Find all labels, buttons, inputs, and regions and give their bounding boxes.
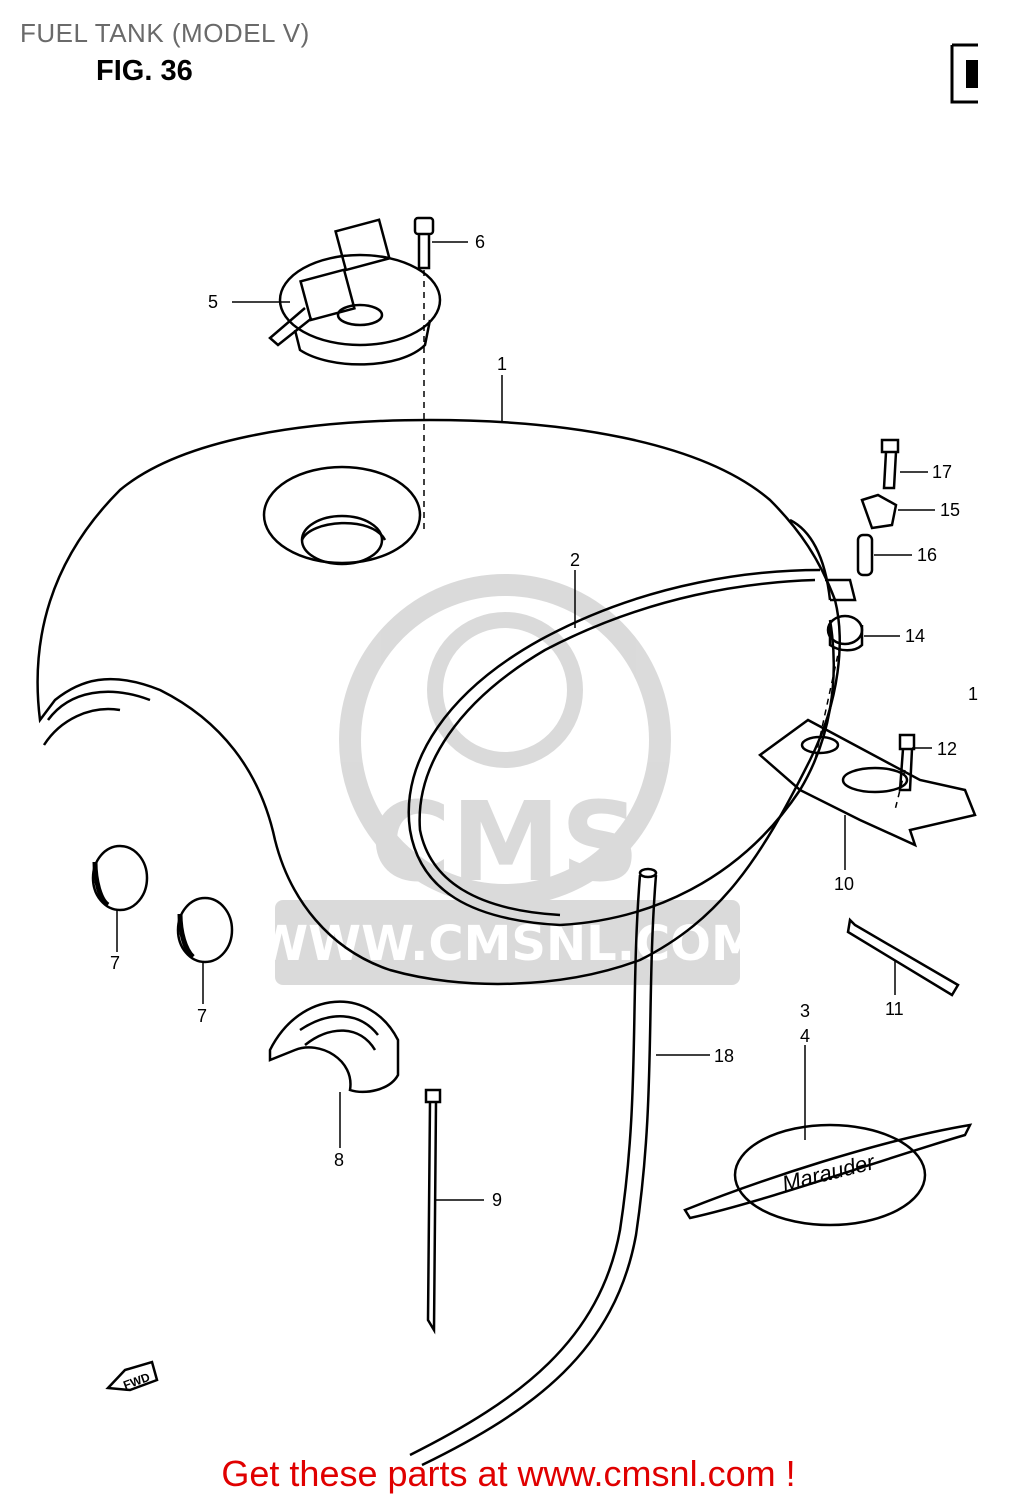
tank-emblem: Marauder: [683, 1123, 973, 1227]
callout-5: 5: [208, 292, 218, 312]
callout-8: 8: [334, 1150, 344, 1170]
fuel-filler-cap: [268, 218, 442, 366]
callout-labels: 6 5 1 2 17 15 16 14 1 12 10 11 3 4 18 9 …: [110, 232, 978, 1210]
callout-14: 14: [905, 626, 925, 646]
callout-16: 16: [917, 545, 937, 565]
watermark-brand: CMS: [370, 778, 639, 906]
mounting-hardware: [826, 438, 900, 652]
promo-footer-link[interactable]: Get these parts at www.cmsnl.com !: [221, 1453, 796, 1494]
assembly-guides: [423, 270, 906, 811]
cap-plugs: [91, 844, 234, 964]
callout-2: 2: [570, 550, 580, 570]
figure-number: FIG. 36: [96, 55, 193, 87]
cable-strap: [424, 1088, 442, 1335]
callout-10: 10: [834, 874, 854, 894]
page-marker: [950, 43, 978, 104]
callout-6: 6: [475, 232, 485, 252]
callout-9: 9: [492, 1190, 502, 1210]
callout-4: 4: [800, 1026, 810, 1046]
rubber-cushion: [268, 1000, 400, 1094]
callout-11: 11: [885, 999, 904, 1019]
bolt-part-6: [413, 216, 435, 270]
fuel-tank: [36, 418, 857, 986]
mounting-bracket: [758, 718, 977, 848]
watermark-url: WWW.CMSNL.COM: [255, 916, 759, 972]
leader-lines: [116, 241, 935, 1201]
callout-17: 17: [932, 462, 952, 482]
forward-direction-arrow: FWD: [105, 1360, 159, 1392]
callout-7a: 7: [110, 953, 120, 973]
callout-18: 18: [714, 1046, 734, 1066]
diagram-title: FUEL TANK (MODEL V): [20, 18, 310, 48]
callout-12: 12: [937, 739, 957, 759]
callout-13: 1: [968, 684, 978, 704]
emblem-lettering: Marauder: [779, 1149, 878, 1196]
callout-7b: 7: [197, 1006, 207, 1026]
cms-watermark: CMS WWW.CMSNL.COM: [255, 574, 759, 985]
breather-hose: [409, 867, 658, 1467]
callout-3: 3: [800, 1001, 810, 1021]
callout-15: 15: [940, 500, 960, 520]
callout-1: 1: [497, 354, 507, 374]
support-rod: [846, 917, 960, 997]
